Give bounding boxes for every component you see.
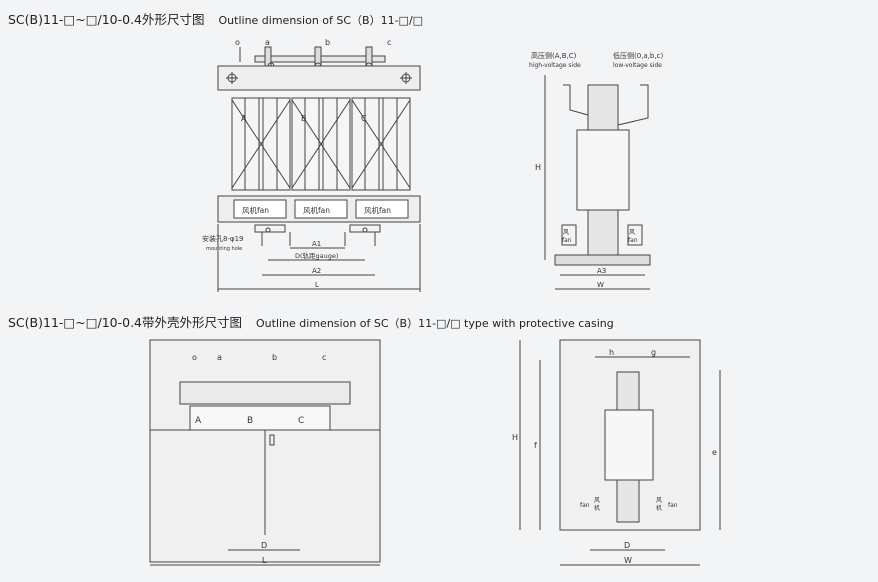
side-view-2: H f e h g 风 机 fan 风 机 fan D W [512, 339, 721, 566]
side-fan-en-2: fan [628, 237, 638, 244]
side-fan-en-1: fan [562, 237, 572, 244]
phase-B-label-2: B [247, 416, 253, 426]
side-fan-cn-3: 风 [594, 497, 600, 504]
section1-title-cn: SC(B)11-□~□/10-0.4外形尺寸图 [8, 12, 205, 27]
dim-A1: A1 [312, 240, 321, 248]
phase-B-label: B [301, 114, 307, 123]
dim-W-2: W [624, 556, 632, 565]
dim-A2: A2 [312, 267, 321, 275]
section2-title: SC(B)11-□~□/10-0.4带外壳外形尺寸图 Outline dimens… [8, 312, 614, 331]
section2-title-cn: SC(B)11-□~□/10-0.4带外壳外形尺寸图 [8, 315, 243, 330]
hv-side-en: high-voltage side [529, 62, 581, 69]
side-fan-cn-1: 风 [563, 229, 569, 236]
side-fan-cn-4: 机 [594, 504, 600, 512]
dim-L: L [315, 281, 319, 289]
terminal-c-2: c [322, 353, 326, 362]
phase-A-label: A [241, 114, 247, 123]
dim-A3: A3 [597, 267, 606, 275]
terminal-b-2: b [272, 353, 277, 362]
mounting-hole-cn: 安装孔8-φ19 [202, 234, 244, 243]
side-fan-en-3: fan [580, 502, 590, 509]
dim-D-gauge: D(轨距gauge) [295, 251, 338, 260]
phase-A-label-2: A [195, 416, 202, 426]
section1-title: SC(B)11-□~□/10-0.4外形尺寸图 Outline dimension… [8, 9, 423, 28]
dim-f: f [534, 441, 537, 450]
terminal-c: c [387, 38, 391, 47]
terminal-a-2: a [217, 353, 222, 362]
dim-e: e [712, 448, 717, 457]
dim-L-2: L [262, 556, 267, 565]
fan-label-1: 风机fan [242, 205, 269, 215]
front-view-2: o a b c A B C D L [149, 339, 381, 566]
side-fan-cn-6: 机 [656, 504, 662, 512]
phase-C-label-2: C [298, 416, 304, 426]
section1-title-en: Outline dimension of SC（B）11-□/□ [218, 14, 424, 27]
front-view-1: o a b c A B C 风机fan 风机fan 风机fan 安装孔8-φ19 [202, 38, 421, 292]
dim-W-1: W [597, 281, 604, 289]
dim-H-1: H [535, 163, 541, 172]
dim-h: h [609, 348, 614, 357]
terminal-o: o [235, 38, 240, 47]
terminal-a: a [265, 38, 270, 47]
mounting-hole-en: mounting hole [206, 246, 242, 252]
dim-g: g [651, 348, 656, 357]
lv-side-cn: 低压侧(0,a,b,c) [613, 51, 663, 60]
terminal-o-2: o [192, 353, 197, 362]
fan-label-2: 风机fan [303, 205, 330, 215]
dim-D-3: D [624, 541, 630, 550]
phase-C-label: C [361, 114, 367, 123]
dim-H-2: H [512, 433, 518, 442]
side-fan-cn-2: 风 [629, 229, 635, 236]
dim-D-2: D [261, 541, 267, 550]
section2-title-en: Outline dimension of SC（B）11-□/□ type wi… [256, 317, 614, 330]
hv-side-cn: 高压侧(A,B,C) [531, 51, 577, 60]
lv-side-en: low-voltage side [613, 62, 662, 69]
side-fan-en-4: fan [668, 502, 678, 509]
side-fan-cn-5: 风 [656, 497, 662, 504]
terminal-b: b [325, 38, 330, 47]
fan-label-3: 风机fan [364, 205, 391, 215]
side-view-1: 高压侧(A,B,C) high-voltage side 低压侧(0,a,b,c… [529, 51, 663, 290]
